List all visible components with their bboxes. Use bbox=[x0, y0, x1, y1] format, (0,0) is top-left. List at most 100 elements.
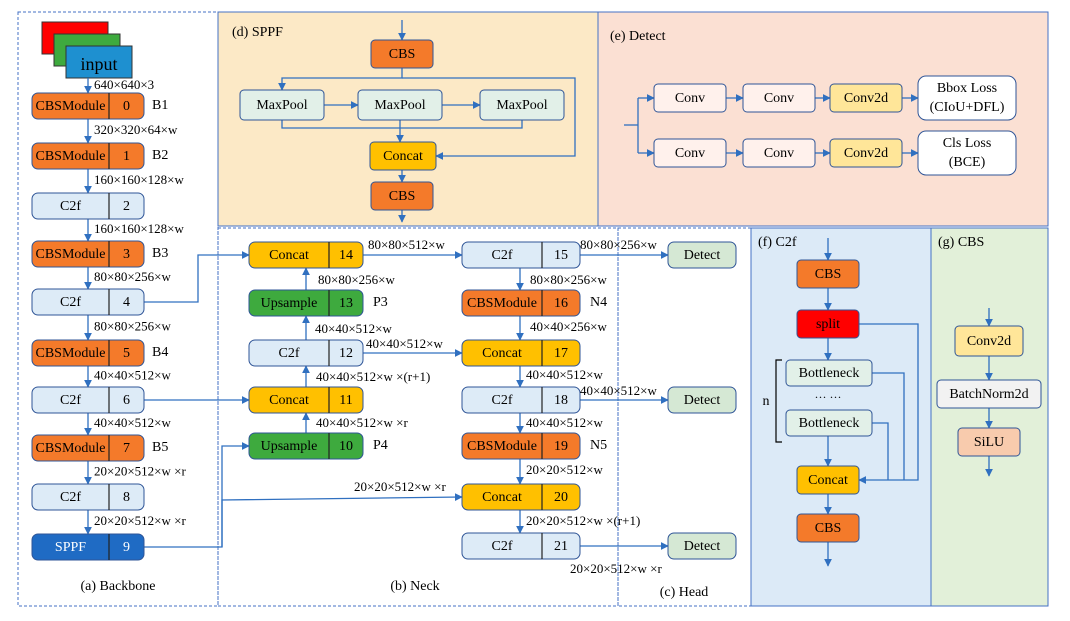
neck-dim-9: 40×40×512×w bbox=[526, 367, 603, 382]
neck-panel-border bbox=[217, 227, 619, 607]
neck-block-19-index: 19 bbox=[554, 439, 568, 454]
neck-block-10-box bbox=[248, 432, 364, 460]
sppf-title: (d) SPPF bbox=[232, 25, 283, 40]
backbone-block-3-index: 3 bbox=[123, 247, 130, 262]
neck-caption: (b) Neck bbox=[390, 579, 439, 594]
neck-block-21-box bbox=[461, 532, 581, 560]
neck-dim-13: 20×20×512×w ×r bbox=[354, 479, 446, 494]
neck-block-18-box bbox=[461, 386, 581, 414]
neck-block-11-index: 11 bbox=[339, 393, 352, 408]
backbone-block-0-box bbox=[31, 92, 145, 120]
detect-row1-conv2: Conv bbox=[742, 138, 816, 168]
c2f-cbs-bottom-box bbox=[796, 513, 860, 543]
detect-row0-conv2d-label: Conv2d bbox=[844, 91, 888, 106]
backbone-dim-6: 40×40×512×w bbox=[94, 415, 171, 430]
sppf-skip-to-concat bbox=[402, 77, 576, 160]
sppf-maxpool-2-label: MaxPool bbox=[496, 98, 547, 113]
backbone-block-5-name: CBSModule bbox=[35, 346, 105, 361]
backbone-dim-3: 80×80×256×w bbox=[94, 269, 171, 284]
cbs-title: (g) CBS bbox=[938, 235, 984, 250]
neck-block-13-name: Upsample bbox=[261, 296, 318, 311]
sppf-maxpool-1-box bbox=[357, 89, 443, 121]
backbone-dim-0: 320×320×64×w bbox=[94, 122, 178, 137]
c2f-n-label: n bbox=[763, 394, 770, 409]
backbone-block-7-name: CBSModule bbox=[35, 441, 105, 456]
c2f-bottleneck-1-box bbox=[785, 359, 873, 387]
sppf-concat: Concat bbox=[369, 141, 437, 171]
backbone-block-0-name: CBSModule bbox=[35, 99, 105, 114]
sppf-mp1-out bbox=[281, 120, 402, 129]
c2f-cbs-top: CBS bbox=[796, 259, 860, 289]
neck-tag-19: N5 bbox=[590, 438, 607, 453]
c2f-concat-label: Concat bbox=[808, 473, 848, 488]
neck-block-15-box bbox=[461, 241, 581, 269]
c2f-cbs-top-box bbox=[796, 259, 860, 289]
neck-dim-10: 40×40×512×w bbox=[580, 383, 657, 398]
sppf-maxpool-0: MaxPool bbox=[239, 89, 325, 121]
neck-block-18-name: C2f bbox=[492, 393, 513, 408]
neck-block-12-index: 12 bbox=[339, 346, 353, 361]
head-panel-border bbox=[617, 227, 752, 607]
cbs-silu-box bbox=[957, 427, 1021, 457]
detect-head-2: Detect bbox=[667, 532, 737, 560]
backbone-block-3-box bbox=[31, 240, 145, 268]
detect-row0-conv2d: Conv2d bbox=[829, 83, 903, 113]
sppf-maxpool-0-box bbox=[239, 89, 325, 121]
input-label: input bbox=[80, 54, 117, 74]
bbox-loss-line1: Bbox Loss bbox=[937, 81, 997, 96]
cls-loss-line1: Cls Loss bbox=[943, 136, 992, 151]
cbs-batchnorm-label: BatchNorm2d bbox=[949, 387, 1028, 402]
neck-block-19-box bbox=[461, 432, 581, 460]
backbone-caption: (a) Backbone bbox=[80, 579, 155, 594]
backbone-input-dim: 640×640×3 bbox=[94, 77, 154, 92]
sppf-cbs-to-mp1 bbox=[278, 68, 403, 91]
neck-block-20-name: Concat bbox=[482, 490, 522, 505]
backbone-block-6-box bbox=[31, 386, 145, 414]
backbone-block-2-box bbox=[31, 192, 145, 220]
link-sppf-to-upsample10 bbox=[144, 442, 250, 548]
backbone-block-0-index: 0 bbox=[123, 99, 130, 114]
c2f-cbs-top-label: CBS bbox=[815, 267, 841, 282]
cbs-silu: SiLU bbox=[957, 427, 1021, 457]
neck-block-16-name: CBSModule bbox=[467, 296, 537, 311]
backbone-block-9-box bbox=[31, 533, 145, 561]
c2f-bn1-out bbox=[872, 372, 905, 480]
neck-block-17-box bbox=[461, 339, 581, 367]
neck-block-12-box bbox=[248, 339, 364, 367]
neck-dim-2: 40×40×512×w bbox=[315, 321, 392, 336]
sppf-concat-box bbox=[369, 141, 437, 171]
detect-row1-conv2d-label: Conv2d bbox=[844, 146, 888, 161]
sppf-maxpool-1-label: MaxPool bbox=[374, 98, 425, 113]
neck-block-15-name: C2f bbox=[492, 248, 513, 263]
backbone-block-6-name: C2f bbox=[60, 393, 81, 408]
c2f-split-box bbox=[796, 309, 860, 339]
cbs-batchnorm: BatchNorm2d bbox=[936, 379, 1042, 409]
neck-block-20-index: 20 bbox=[554, 490, 568, 505]
c2f-bottleneck-2: Bottleneck bbox=[785, 409, 873, 437]
neck-block-14-name: Concat bbox=[269, 248, 309, 263]
neck-block-11-box bbox=[248, 386, 364, 414]
backbone-dim-7: 20×20×512×w ×r bbox=[94, 463, 186, 478]
neck-block-16-box bbox=[461, 289, 581, 317]
sppf-cbs-bottom: CBS bbox=[370, 181, 434, 211]
head-caption: (c) Head bbox=[660, 585, 709, 600]
detect-row0-conv2-label: Conv bbox=[764, 91, 794, 106]
neck-block-21-index: 21 bbox=[554, 539, 568, 554]
neck-dim-14: 20×20×512×w ×(r+1) bbox=[526, 513, 640, 528]
sppf-cbs-top-label: CBS bbox=[389, 47, 415, 62]
neck-dim-4: 40×40×512×w ×(r+1) bbox=[316, 369, 430, 384]
input-layer-blue bbox=[65, 45, 133, 79]
detect-row0-conv2d-box bbox=[829, 83, 903, 113]
